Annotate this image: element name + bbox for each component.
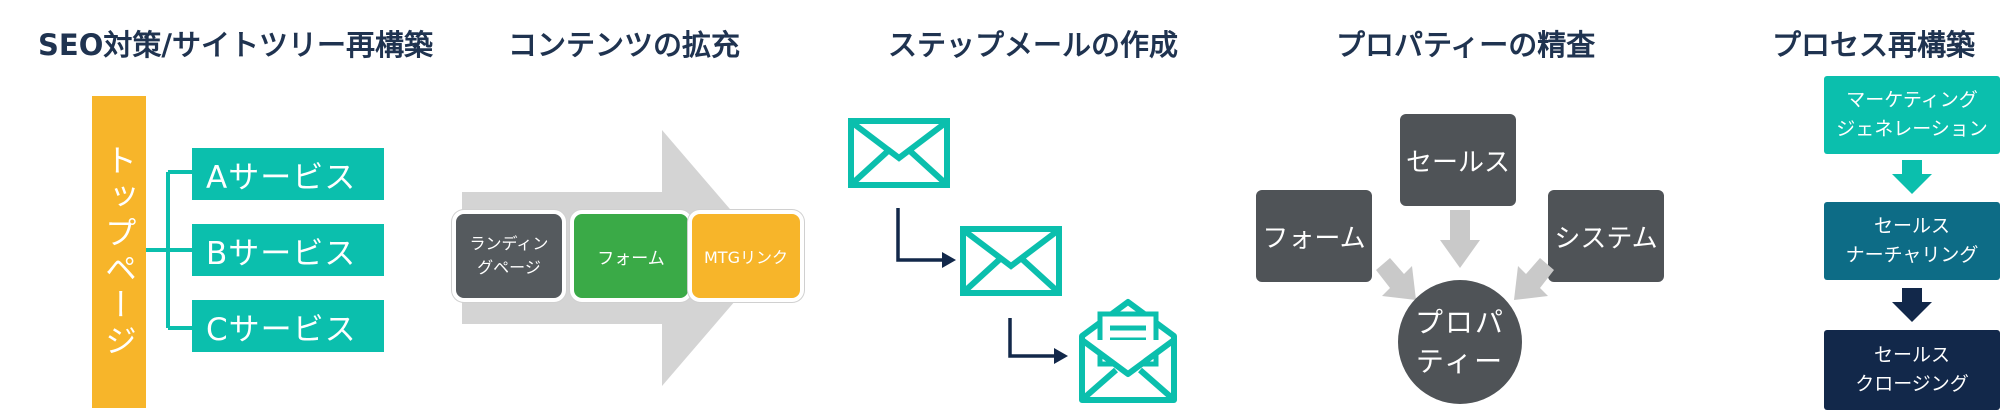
- down-arrow-icon-2: [1892, 288, 1932, 322]
- sales-nurturing-box: セールス ナーチャリング: [1824, 202, 2000, 280]
- landing-page-label: ランディン グページ: [469, 234, 549, 277]
- top-page-label: トップページ: [100, 144, 138, 360]
- form-box: フォーム: [570, 210, 692, 302]
- arrow-icon-2: [1008, 318, 1068, 364]
- open-envelope-icon: [1079, 299, 1177, 403]
- sales-closing-box: セールス クロージング: [1824, 330, 2000, 410]
- service-a-box: Aサービス: [192, 148, 384, 200]
- sales-label: セールス: [1405, 147, 1510, 178]
- down-arrow-icon-1: [1892, 160, 1932, 194]
- contents-title: コンテンツの拡充: [508, 28, 741, 62]
- sales-nurturing-line1: セールス: [1873, 214, 1950, 237]
- service-a-label: Aサービス: [206, 159, 357, 196]
- envelope-icon: [848, 118, 950, 188]
- property-circle: プロパ ティー: [1398, 280, 1522, 404]
- property-arrows: [1376, 210, 1554, 300]
- process-title: プロセス再構築: [1772, 28, 1976, 62]
- marketing-generation-line1: マーケティング: [1846, 88, 1978, 111]
- system-box: システム: [1548, 190, 1664, 282]
- marketing-generation-box: マーケティング ジェネレーション: [1824, 76, 2000, 154]
- form-source-label: フォーム: [1262, 223, 1366, 254]
- top-page-box: トップページ: [92, 96, 146, 408]
- property-label-1: プロパ: [1414, 305, 1505, 339]
- property-label-2: ティー: [1415, 345, 1505, 378]
- service-b-label: Bサービス: [206, 235, 357, 272]
- marketing-generation-line2: ジェネレーション: [1836, 118, 1988, 140]
- mtg-link-label: MTGリンク: [704, 248, 788, 267]
- sales-closing-line1: セールス: [1873, 343, 1950, 366]
- landing-page-box: ランディン グページ: [452, 210, 566, 302]
- mtg-link-box: MTGリンク: [688, 210, 804, 302]
- service-c-label: Cサービス: [206, 311, 357, 348]
- sales-box: セールス: [1400, 114, 1516, 206]
- form-source-box: フォーム: [1256, 190, 1372, 282]
- form-label: フォーム: [597, 248, 665, 269]
- stepmail-title: ステップメールの作成: [888, 28, 1179, 62]
- service-c-box: Cサービス: [192, 300, 384, 352]
- system-label: システム: [1554, 223, 1658, 254]
- arrow-icon: [896, 208, 956, 268]
- sales-closing-line2: クロージング: [1855, 373, 1969, 395]
- envelope-icon-2: [960, 226, 1062, 296]
- service-b-box: Bサービス: [192, 224, 384, 276]
- seo-title: SEO対策/サイトツリー再構築: [38, 28, 433, 62]
- tree-connector: [146, 170, 194, 330]
- property-title: プロパティーの精査: [1336, 28, 1596, 62]
- sales-nurturing-line2: ナーチャリング: [1845, 244, 1979, 266]
